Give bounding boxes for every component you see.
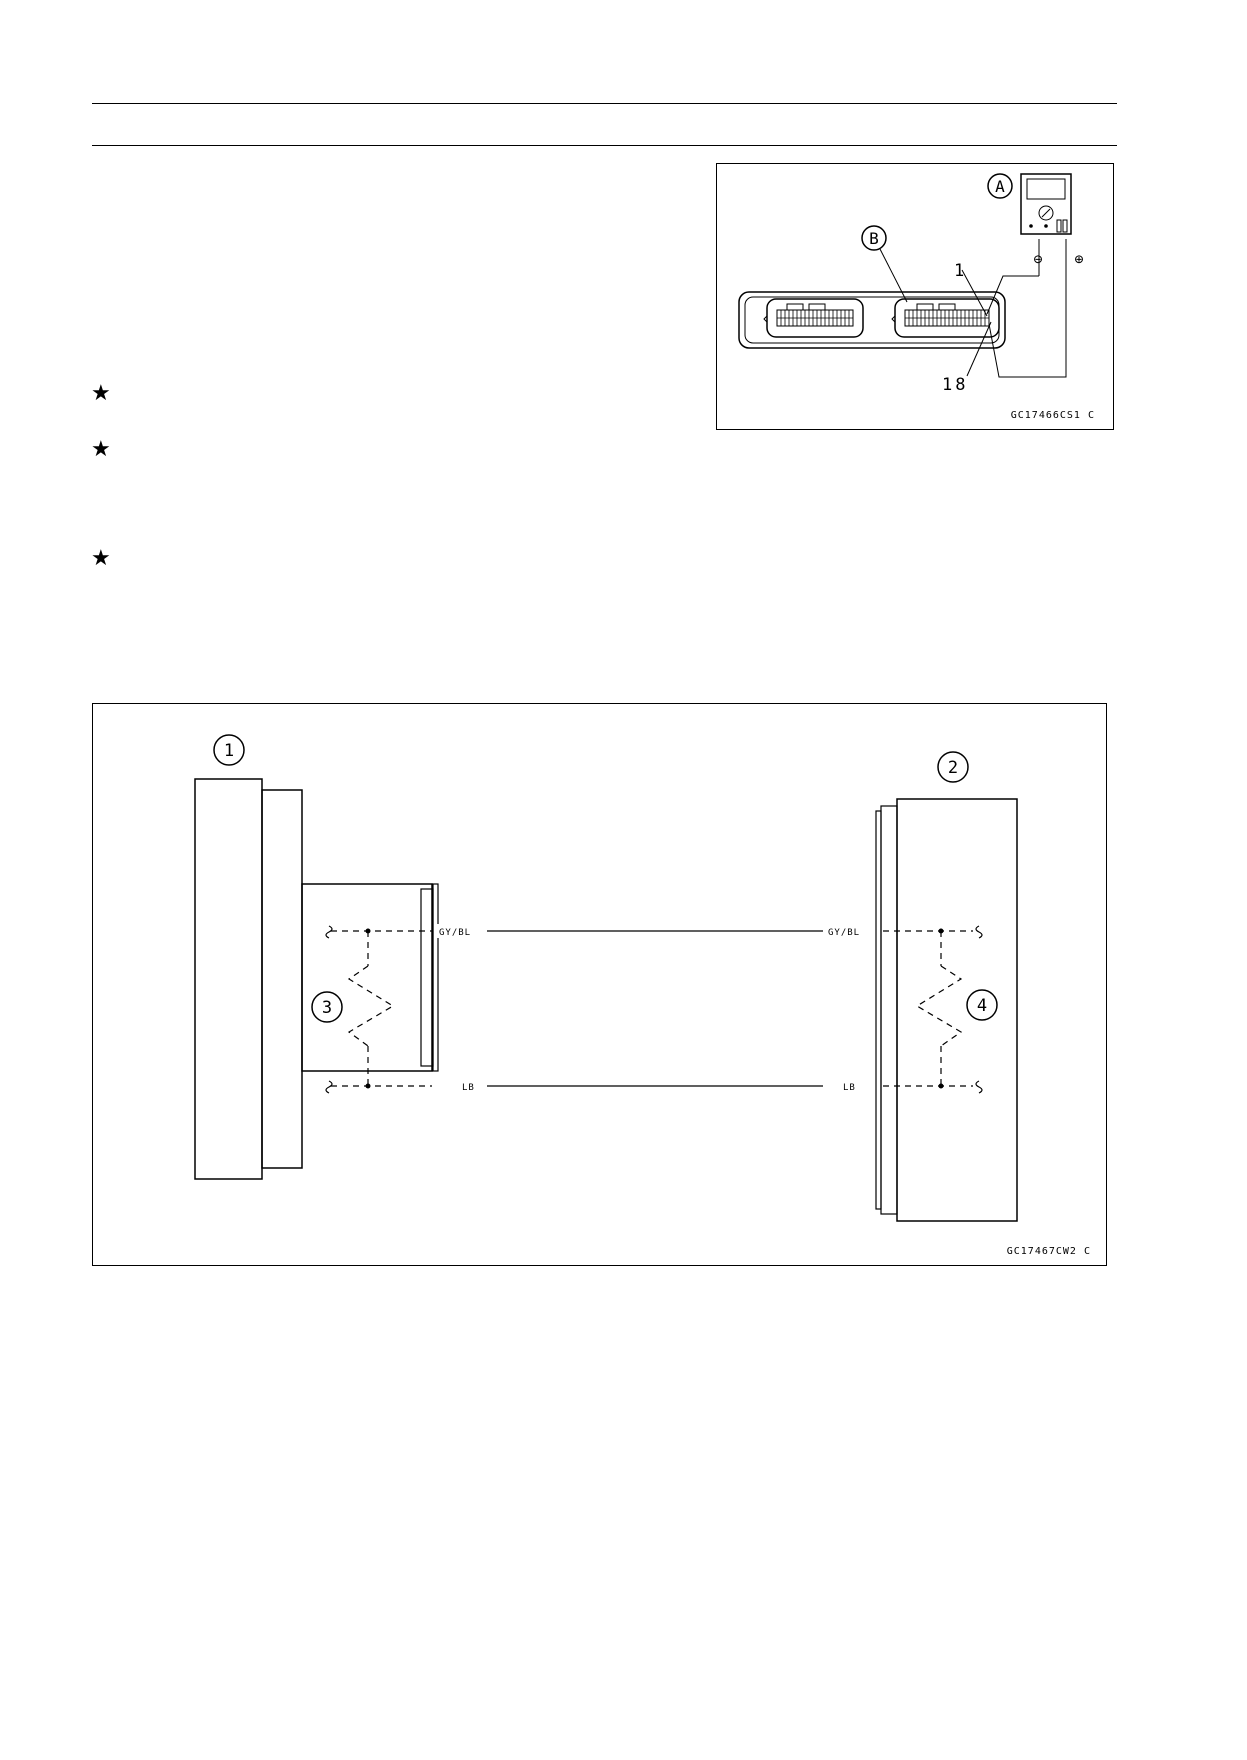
callout-2: 2: [948, 758, 958, 778]
ecu-connector-figure: B 1 18 ⊖ ⊕ A GC17466CS1 C: [716, 163, 1114, 430]
header-rule-top: [92, 103, 1117, 104]
bullet-star-icon: ★: [91, 546, 111, 571]
bullet-star-icon: ★: [91, 381, 111, 406]
callout-3: 3: [322, 998, 332, 1018]
wire-label-gy-bl-left: GY/BL: [439, 928, 471, 938]
header-rule-bottom: [92, 145, 1117, 146]
wiring-diagram-figure: 1 2 3 4: [92, 703, 1107, 1266]
wire-label-lb-left: LB: [462, 1083, 475, 1093]
left-connector: [301, 883, 433, 1072]
ecu-connector-left: [763, 298, 864, 338]
ecu-connector-drawing: B 1 18 ⊖ ⊕ A GC17466CS1 C: [738, 173, 1095, 421]
figure-code: GC17466CS1 C: [1011, 410, 1095, 421]
minus-terminal-icon: ⊖: [1033, 250, 1042, 268]
wiring-diagram-drawing: 1 2 3 4: [194, 734, 1091, 1257]
plus-terminal-icon: ⊕: [1074, 250, 1083, 268]
right-connector: [880, 805, 898, 1215]
left-unit-body: [194, 778, 263, 1180]
callout-b: B: [869, 229, 879, 248]
tester-icon: [1020, 173, 1072, 235]
pin-label-1: 1: [954, 261, 964, 281]
ecu-connector-right: [891, 298, 1000, 338]
callout-4: 4: [977, 996, 987, 1016]
callout-a: A: [995, 177, 1005, 196]
figure-code: GC17467CW2 C: [1007, 1246, 1091, 1257]
pin-label-18: 18: [942, 375, 968, 395]
right-unit-body: [896, 798, 1018, 1222]
callout-1: 1: [224, 741, 234, 761]
wire-label-lb-right: LB: [843, 1083, 856, 1093]
bullet-star-icon: ★: [91, 437, 111, 462]
wire-label-gy-bl-right: GY/BL: [828, 928, 860, 938]
